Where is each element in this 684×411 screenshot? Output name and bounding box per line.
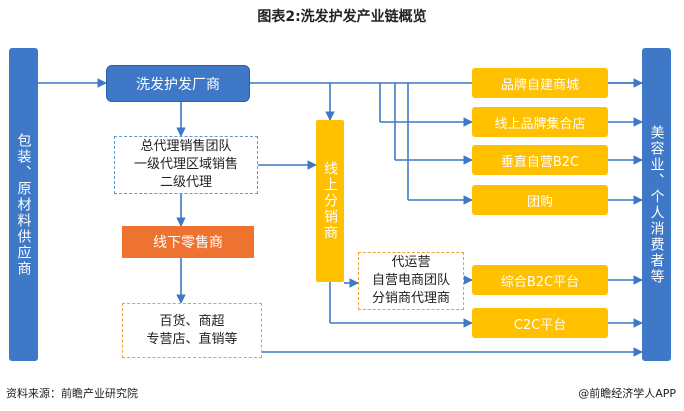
channel-label: 品牌自建商城 <box>500 77 579 93</box>
agents-box: 总代理销售团队 一级代理区域销售 二级代理 <box>114 136 258 194</box>
channel-group-buy: 团购 <box>472 185 608 215</box>
supplier-bar: 包装、原材料供应商 <box>9 48 38 361</box>
source-note: 资料来源：前瞻产业研究院 <box>6 387 138 400</box>
channel-brand-mall: 品牌自建商城 <box>472 68 608 98</box>
offline-retailer-label: 线下零售商 <box>153 235 223 251</box>
channel-vertical-b2c: 垂直自营B2C <box>472 145 608 175</box>
channel-brand-collection-store: 线上品牌集合店 <box>472 107 608 137</box>
retail-line-1: 百货、商超 <box>159 313 225 329</box>
ecommerce-line-1: 代运营 <box>391 255 431 270</box>
ecommerce-line-3: 分销商代理商 <box>371 291 450 306</box>
consumer-label: 美容业、个人消费者等 <box>648 124 665 285</box>
manufacturer-label: 洗发护发厂商 <box>136 76 220 93</box>
channel-label: C2C平台 <box>513 317 567 333</box>
brand-note: @前瞻经济学人APP <box>578 387 676 400</box>
online-distributor-bar: 线上分销商 <box>316 120 344 282</box>
ecommerce-team-box: 代运营 自营电商团队 分销商代理商 <box>358 252 464 310</box>
channel-c2c-platform: C2C平台 <box>472 308 608 338</box>
retail-line-2: 专营店、直销等 <box>146 331 238 347</box>
ecommerce-line-2: 自营电商团队 <box>371 273 450 288</box>
consumer-bar: 美容业、个人消费者等 <box>642 48 671 361</box>
offline-retailer-box: 线下零售商 <box>122 226 254 258</box>
supplier-label: 包装、原材料供应商 <box>15 132 32 277</box>
channel-label: 垂直自营B2C <box>500 154 580 170</box>
channel-label: 线上品牌集合店 <box>494 116 586 132</box>
retail-channels-box: 百货、商超 专营店、直销等 <box>122 303 262 358</box>
channel-b2c-platform: 综合B2C平台 <box>472 265 608 295</box>
manufacturer-box: 洗发护发厂商 <box>106 65 250 102</box>
agent-line-2: 一级代理区域销售 <box>133 157 238 172</box>
online-distributor-label: 线上分销商 <box>322 161 338 241</box>
page-title: 图表2:洗发护发产业链概览 <box>257 9 427 25</box>
channel-label: 综合B2C平台 <box>500 274 580 290</box>
channel-label: 团购 <box>526 194 553 210</box>
agent-line-1: 总代理销售团队 <box>140 139 232 154</box>
agent-line-3: 二级代理 <box>159 175 212 190</box>
